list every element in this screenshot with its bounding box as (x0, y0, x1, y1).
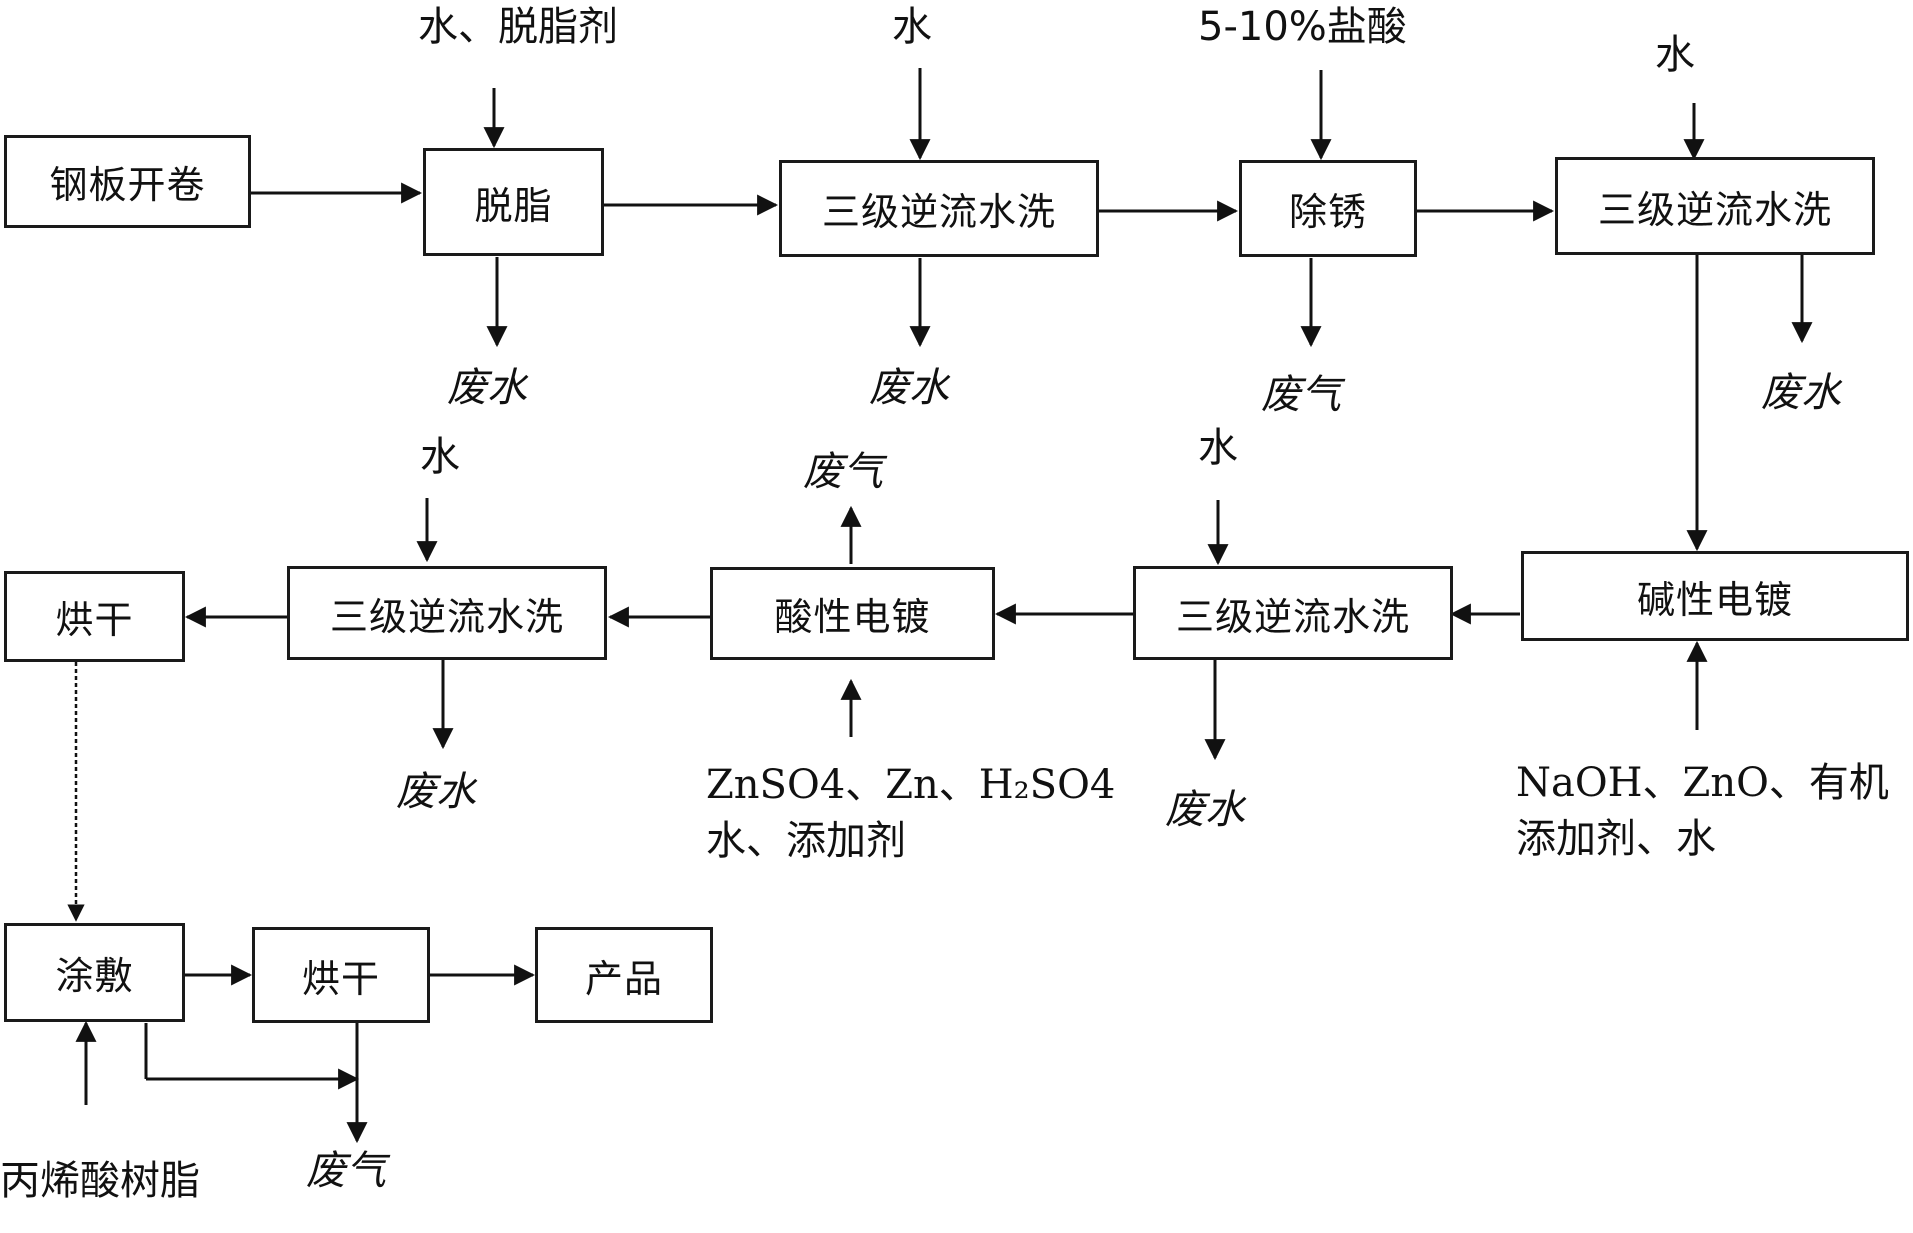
box-wash4: 三级逆流水洗 (287, 566, 607, 660)
box-wash1: 三级逆流水洗 (779, 160, 1099, 257)
box-alkaline-plating: 碱性电镀 (1521, 551, 1909, 641)
box-derust: 除锈 (1239, 160, 1417, 257)
label-out-wash4: 废水 (396, 769, 476, 815)
label-in-acid-line1: ZnSO4、Zn、H₂SO4 (706, 762, 1116, 808)
label-in-alkaline-line2: 添加剂、水 (1516, 816, 1716, 862)
label-in-wash3: 水 (1198, 425, 1238, 471)
box-dry2: 烘干 (252, 927, 430, 1023)
label-in-alkaline-line1: NaOH、ZnO、有机 (1516, 760, 1889, 806)
label-in-wash2: 水 (1655, 32, 1695, 78)
label-in-wash1: 水 (892, 4, 932, 50)
box-wash2: 三级逆流水洗 (1555, 157, 1875, 255)
label-out-derust: 废气 (1261, 372, 1341, 418)
box-acid-plating: 酸性电镀 (710, 567, 995, 660)
label-out-degrease: 废水 (447, 365, 527, 411)
label-in-derust: 5-10%盐酸 (1198, 4, 1407, 50)
box-product: 产品 (535, 927, 713, 1023)
label-in-acid-line2: 水、添加剂 (706, 818, 906, 864)
label-in-degrease: 水、脱脂剂 (418, 4, 618, 50)
label-out-wash2: 废水 (1761, 370, 1841, 416)
label-out-coating-dry: 废气 (306, 1148, 386, 1194)
box-coil-uncoil: 钢板开卷 (4, 135, 251, 228)
label-out-wash1: 废水 (869, 365, 949, 411)
label-in-coating: 丙烯酸树脂 (0, 1158, 200, 1204)
box-coating: 涂敷 (4, 923, 185, 1022)
label-out-acid: 废气 (803, 449, 883, 495)
box-wash3: 三级逆流水洗 (1133, 566, 1453, 660)
box-dry1: 烘干 (4, 571, 185, 662)
label-in-wash4: 水 (420, 434, 460, 480)
box-degrease: 脱脂 (423, 148, 604, 256)
label-out-wash3: 废水 (1165, 787, 1245, 833)
